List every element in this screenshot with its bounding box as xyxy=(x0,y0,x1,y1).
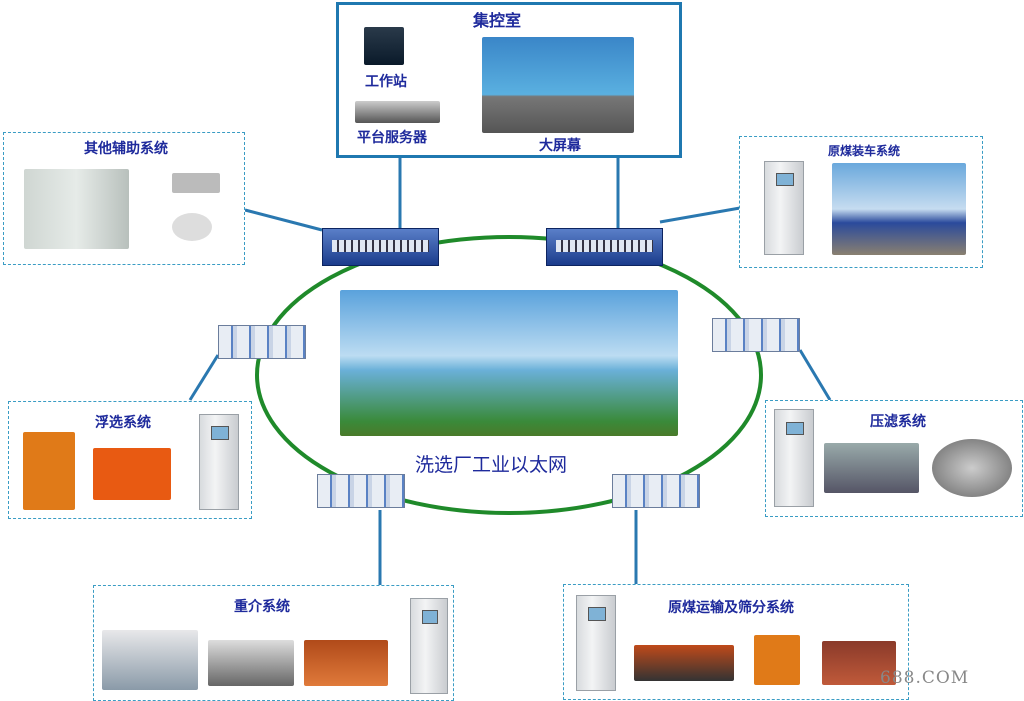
filter-press-label: 压滤系统 xyxy=(870,414,926,430)
core-switch-left xyxy=(322,228,439,266)
filter-press-panel: 压滤系统 xyxy=(765,400,1023,517)
vibrating-screen-icon xyxy=(822,641,896,685)
dense-medium-panel: 重介系统 xyxy=(93,585,454,701)
flotation-column-icon xyxy=(23,432,75,510)
other-aux-label: 其他辅助系统 xyxy=(84,141,168,157)
flotation-machine-icon xyxy=(93,448,171,500)
ring-switch xyxy=(317,474,405,508)
filter-press-icon xyxy=(824,443,919,493)
workstation-icon xyxy=(364,27,404,65)
belt-conveyor-icon xyxy=(634,645,734,681)
control-cabinet-icon xyxy=(410,598,448,694)
video-wall-icon xyxy=(482,37,634,133)
ring-switch xyxy=(218,325,306,359)
core-switch-right xyxy=(546,228,663,266)
control-cabinet-icon xyxy=(199,414,239,510)
control-room-title: 集控室 xyxy=(473,11,522,30)
camera-icon xyxy=(172,173,220,193)
control-room-panel: 集控室 工作站 平台服务器 大屏幕 xyxy=(336,2,682,158)
crusher-icon xyxy=(754,635,800,685)
watermark: 688.COM xyxy=(880,668,970,688)
coal-loading-label: 原煤装车系统 xyxy=(828,144,901,158)
flotation-panel: 浮选系统 xyxy=(8,401,252,519)
thickener-icon xyxy=(932,439,1012,497)
switchgear-icon xyxy=(24,169,129,249)
raw-coal-panel: 原煤运输及筛分系统 xyxy=(563,584,909,700)
dome-camera-icon xyxy=(172,213,212,241)
video-wall-label: 大屏幕 xyxy=(539,138,581,154)
ethernet-ring xyxy=(255,235,763,515)
magnetic-separator-icon xyxy=(304,640,388,686)
network-title: 洗选厂工业以太网 xyxy=(415,454,568,476)
raw-coal-label: 原煤运输及筛分系统 xyxy=(668,600,794,616)
plant-photo xyxy=(340,290,678,436)
cyclone-icon xyxy=(102,630,198,690)
control-cabinet-icon xyxy=(576,595,616,691)
screen-icon xyxy=(208,640,294,686)
server-label: 平台服务器 xyxy=(357,130,427,146)
server-icon xyxy=(355,101,440,123)
workstation-label: 工作站 xyxy=(365,74,407,90)
ring-switch xyxy=(612,474,700,508)
ring-switch xyxy=(712,318,800,352)
coal-loading-panel: 原煤装车系统 xyxy=(739,136,983,268)
dense-medium-label: 重介系统 xyxy=(234,599,290,615)
flotation-label: 浮选系统 xyxy=(95,415,151,431)
other-aux-panel: 其他辅助系统 xyxy=(3,132,245,265)
control-cabinet-icon xyxy=(764,161,804,255)
loading-station-icon xyxy=(832,163,966,255)
control-cabinet-icon xyxy=(774,409,814,507)
